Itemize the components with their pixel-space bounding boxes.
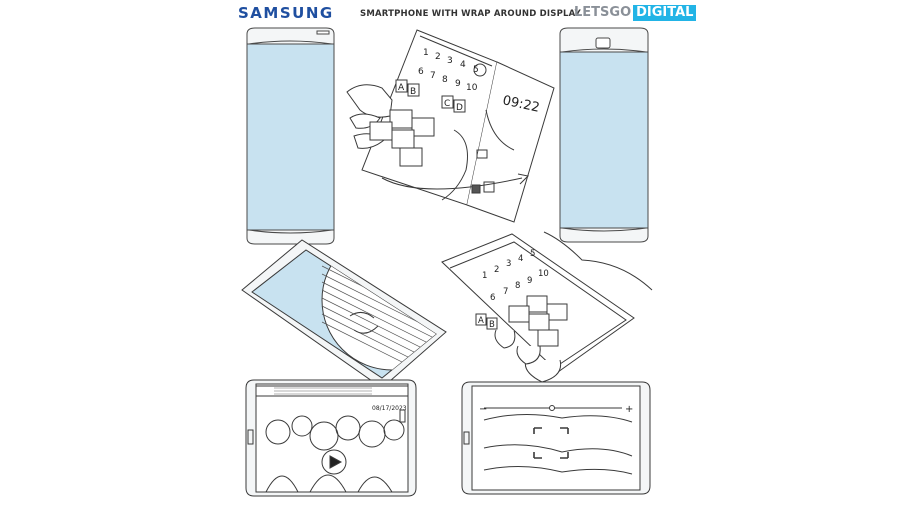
key-a: A [478,316,484,326]
digit-9: 9 [455,79,461,89]
video-timestamp: 08/17/2023 [372,405,407,412]
digit-6: 6 [418,67,424,77]
patent-sheet: SAMSUNG SMARTPHONE WITH WRAP AROUND DISP… [222,0,697,506]
badge-part2: DIGITAL [633,5,697,21]
video-playback-figure [245,379,417,497]
patent-drawings: 1 2 3 4 5 6 7 8 9 10 A B C D 09:22 [241,27,653,497]
key-c: C [444,99,450,109]
curved-screen-figure [241,239,447,389]
digit-3: 3 [447,56,453,66]
digit-2: 2 [494,265,499,275]
keypad-mid-digits: 1 2 3 4 5 6 7 8 9 10 A B [478,249,549,330]
phone-front-right [559,27,649,243]
digit-8: 8 [442,75,448,85]
landscape-keypad-figure [441,231,653,383]
digit-6: 6 [490,293,495,303]
digit-7: 7 [503,287,508,297]
digit-4: 4 [460,60,466,70]
digit-1: 1 [423,48,429,58]
phone-front-left [246,27,335,245]
digit-3: 3 [506,259,511,269]
key-b: B [489,320,495,330]
page-title: SMARTPHONE WITH WRAP AROUND DISPLAY [360,9,581,19]
letsgodigital-logo: LETSGO DIGITAL [574,5,697,21]
key-b: B [410,87,416,97]
zoom-minus: − [479,404,487,415]
digit-7: 7 [430,71,436,81]
digit-2: 2 [435,52,441,62]
zoom-plus: + [625,404,633,415]
hand-keypad-figure [346,29,555,223]
digit-1: 1 [482,271,487,281]
digit-10: 10 [466,83,478,93]
camera-viewfinder-figure [461,381,651,495]
digit-9: 9 [527,276,532,286]
badge-part1: LETSGO [574,5,632,20]
samsung-logo: SAMSUNG [238,4,334,22]
digit-10: 10 [538,269,549,279]
digit-8: 8 [515,281,520,291]
key-d: D [456,103,463,113]
digit-4: 4 [518,254,523,264]
digit-5: 5 [473,65,479,75]
key-a: A [398,83,405,93]
digit-5: 5 [530,249,535,259]
